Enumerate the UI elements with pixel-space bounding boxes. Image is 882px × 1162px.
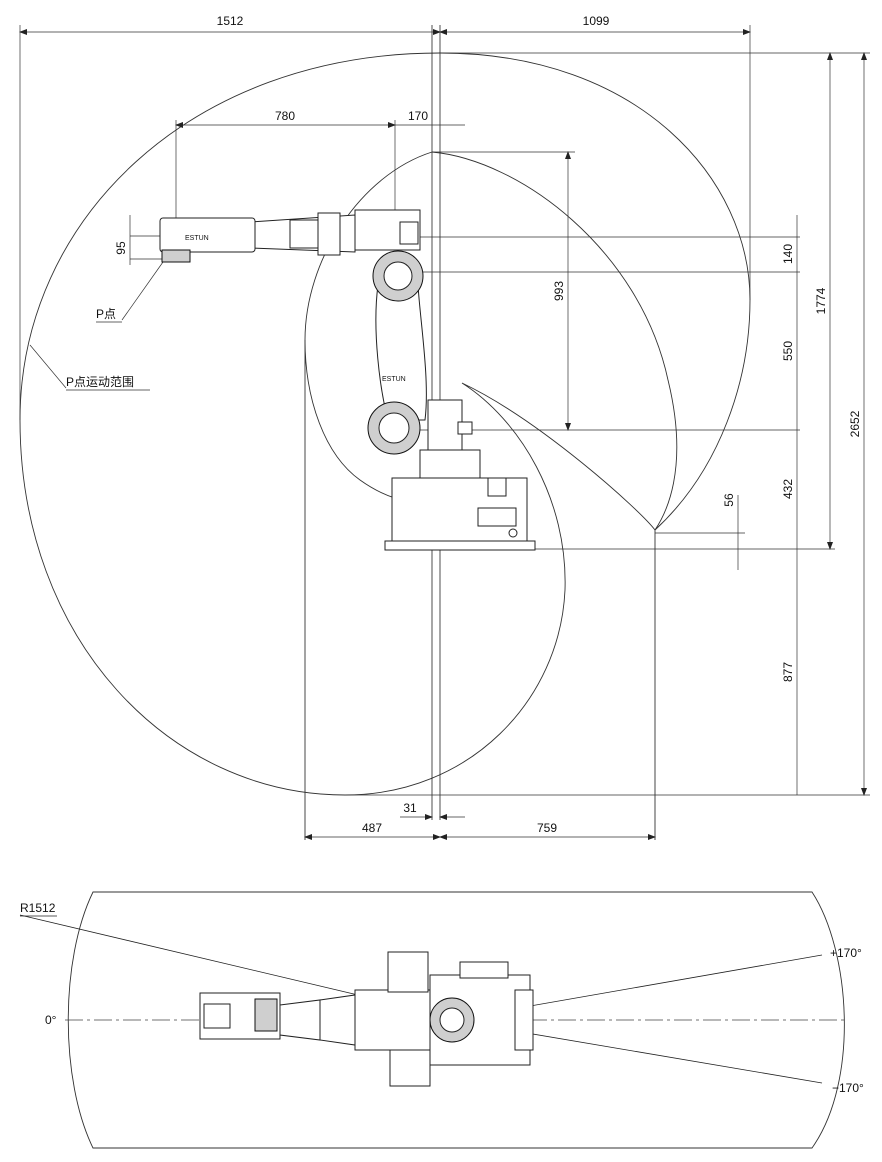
dim-31: 31 (403, 801, 417, 815)
label-angle-pos: +170° (830, 946, 862, 960)
robot-top (199, 951, 534, 1087)
robot-base-plate (384, 540, 536, 551)
label-angle-neg: −170° (832, 1081, 864, 1095)
leader-p-range (29, 344, 67, 389)
robot-j2-cap (457, 421, 473, 435)
robot-top-forearm-a (279, 999, 321, 1041)
robot-top-flange (203, 1003, 231, 1029)
robot-top-upper-housing (354, 989, 436, 1051)
robot-base-block (487, 477, 507, 497)
dim-993: 993 (552, 281, 566, 301)
robot-top-cover (459, 961, 509, 979)
robot-forearm-flange (317, 212, 341, 256)
robot-j4-motor (399, 221, 419, 245)
robot-top-j1-hub (439, 1007, 465, 1033)
robot-top-j4-motor (387, 951, 429, 993)
robot-turret (419, 449, 481, 479)
robot-base-connector (477, 507, 517, 527)
robot-base-port (508, 528, 518, 538)
robot-forearm-mid (289, 219, 319, 249)
dim-56: 56 (722, 493, 736, 507)
robot-j2-hub (378, 412, 410, 444)
robot-top-connector (514, 989, 534, 1051)
dim-780: 780 (275, 109, 295, 123)
robot-brand-wrist: ESTUN (185, 235, 209, 242)
leader-p-point (121, 261, 164, 321)
dim-140: 140 (781, 244, 795, 264)
robot-tool-flange (161, 249, 191, 263)
label-r1512: R1512 (20, 901, 56, 915)
dim-487: 487 (362, 821, 382, 835)
label-p-range: P点运动范围 (66, 375, 134, 389)
radius-leader (19, 914, 359, 996)
dim-759: 759 (537, 821, 557, 835)
robot-wrist (159, 217, 256, 253)
dim-1512: 1512 (217, 14, 244, 28)
dim-432: 432 (781, 479, 795, 499)
dim-877: 877 (781, 662, 795, 682)
dim-1774: 1774 (814, 287, 828, 314)
robot-top-j2-motor (389, 1049, 431, 1087)
robot-top-wrist-motor (254, 998, 278, 1032)
workspace-envelope-outer (19, 52, 751, 796)
robot-side: ESTUN ESTUN (159, 209, 536, 551)
robot-lower-arm (375, 284, 427, 421)
top-envelope (67, 891, 845, 1149)
dim-2652: 2652 (848, 410, 862, 437)
robot-brand-lower: ESTUN (382, 376, 406, 383)
dim-550: 550 (781, 341, 795, 361)
dim-95: 95 (114, 241, 128, 255)
label-angle-zero: 0° (45, 1013, 57, 1027)
robot-j3-hub (383, 261, 413, 291)
robot-top-forearm-b (319, 994, 356, 1046)
dim-1099: 1099 (583, 14, 610, 28)
side-view: 1512 1099 780 170 95 993 140 550 432 877… (19, 14, 870, 840)
top-view: R1512 0° +170° −170° (19, 891, 864, 1149)
label-p-point: P点 (96, 307, 116, 321)
dim-170: 170 (408, 109, 428, 123)
